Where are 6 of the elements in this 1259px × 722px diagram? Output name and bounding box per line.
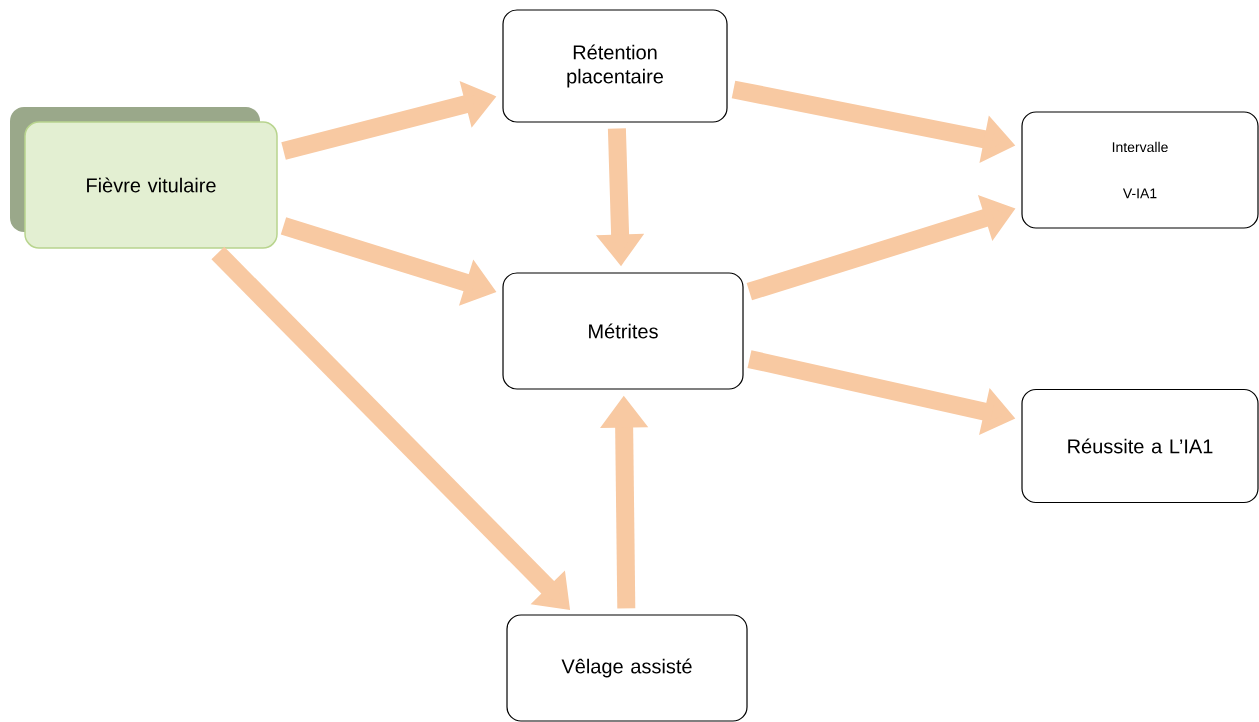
process-box: Réussite a L’IA1	[1021, 388, 1259, 504]
process-box: Rétention placentaire	[502, 9, 728, 123]
process-box: Vêlage assisté	[506, 614, 748, 722]
process-box: Intervalle V-IA1	[1021, 111, 1259, 229]
process-box: Métrites	[502, 272, 744, 390]
process-box: Fièvre vitulaire	[10, 107, 278, 249]
